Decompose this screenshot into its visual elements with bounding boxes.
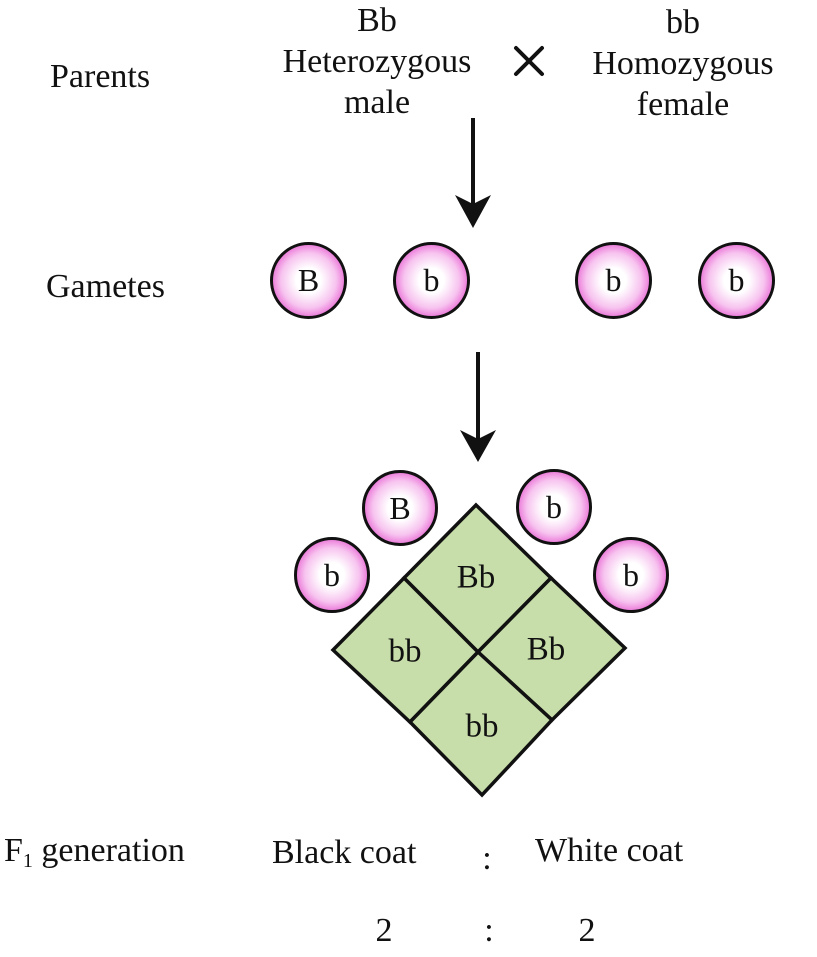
gamete-male-1: B [270,242,347,319]
arrow-parents-to-gametes [455,118,491,228]
count-separator: : [484,912,494,949]
female-genotype: bb [665,4,700,41]
punnett-male-gamete-2: b [294,537,370,613]
punnett-cell-bottom-label: bb [465,708,499,745]
punnett-cell-top-label: Bb [456,559,496,596]
f1-label-sub: 1 [22,850,33,872]
parents-label: Parents [50,58,151,95]
f1-label-rest: generation [32,832,185,869]
arrow-gametes-to-punnett [460,352,496,462]
male-parent: Bb Heterozygous male [283,0,472,123]
female-parent: bb Homozygous female [592,2,773,125]
female-sex: female [636,86,730,123]
punnett-cell-left-label: bb [388,633,422,670]
gamete-male-2: b [393,242,470,319]
punnett-cell-bottom [407,649,555,798]
male-zygosity: Heterozygous [282,43,472,80]
count-black-coat: 2 [375,912,393,949]
gametes-label: Gametes [46,268,165,305]
phenotype-black-coat: Black coat [272,834,417,871]
cross-icon [514,46,544,76]
punnett-male-gamete-1: B [362,470,438,546]
phenotype-separator: : [482,840,492,877]
punnett-female-gamete-1: b [516,469,592,545]
punnett-cell-right-label: Bb [526,631,566,668]
gamete-female-1: b [575,242,652,319]
phenotype-white-coat: White coat [535,832,684,869]
count-white-coat: 2 [578,912,596,949]
f1-label: F1 generation [4,832,185,872]
male-genotype: Bb [357,2,397,39]
gamete-female-2: b [698,242,775,319]
f1-label-main: F [4,832,23,869]
female-zygosity: Homozygous [592,45,774,82]
punnett-diamond [330,502,628,798]
punnett-female-gamete-2: b [593,537,669,613]
male-sex: male [343,84,411,121]
